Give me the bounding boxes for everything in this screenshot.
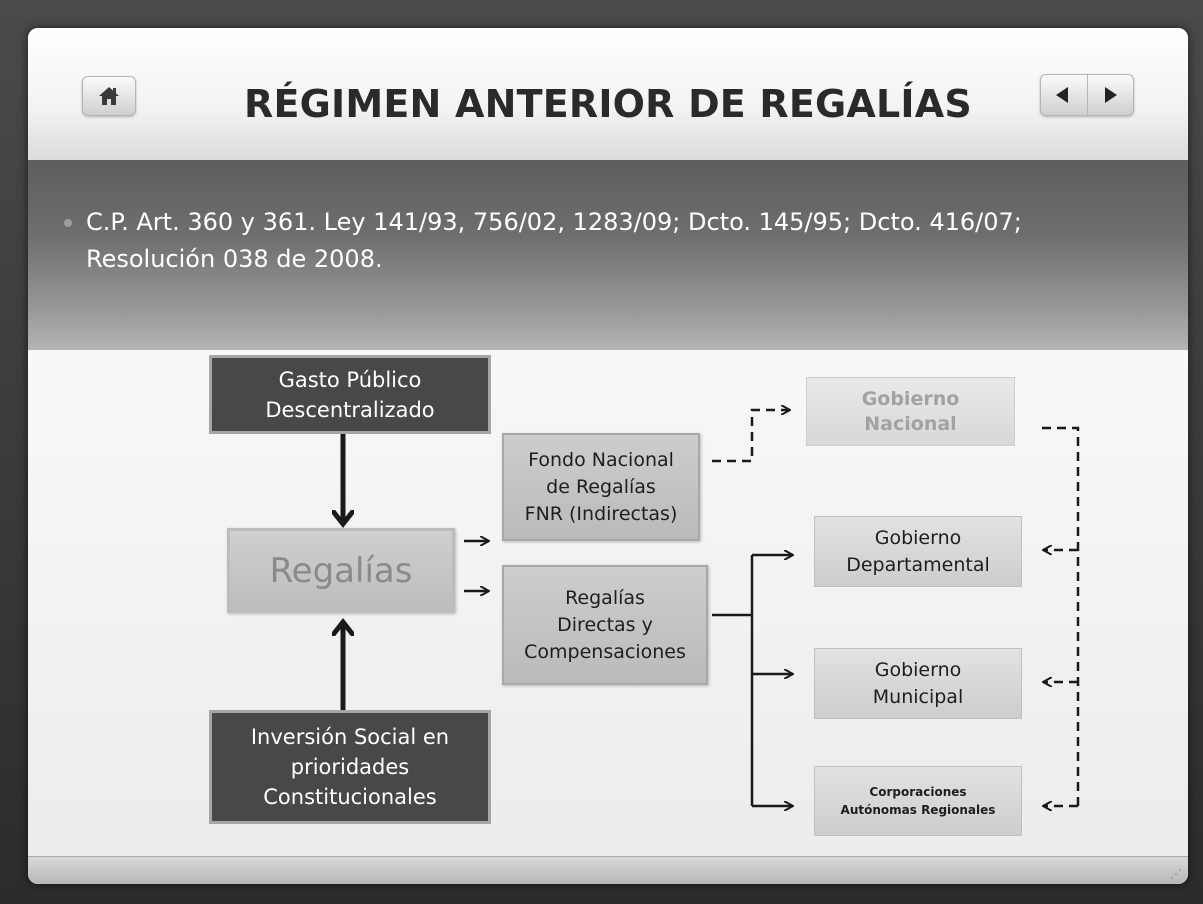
box-directas-line-3: Compensaciones (524, 640, 686, 663)
box-departamental-line-1: Gobierno (874, 526, 962, 549)
slide-navigation (1040, 74, 1134, 116)
box-fnr-line-2: de Regalías (546, 475, 656, 498)
slide-header: RÉGIMEN ANTERIOR DE REGALÍAS (28, 28, 1188, 160)
box-nacional-line-1: Gobierno (861, 387, 960, 410)
box-gasto-line-1: Gasto Público (278, 367, 422, 392)
box-inversion-line-3: Constitucionales (263, 785, 437, 809)
home-icon (99, 87, 119, 105)
box-directas-line-1: Regalías (565, 586, 645, 609)
box-gobierno-nacional: Gobierno Nacional (806, 377, 1015, 446)
previous-slide-button[interactable] (1041, 75, 1086, 115)
box-departamental-line-2: Departamental (846, 553, 990, 576)
slide-footer: ⋰ (28, 856, 1188, 884)
bullet-text: C.P. Art. 360 y 361. Ley 141/93, 756/02,… (86, 208, 1022, 273)
box-municipal-line-2: Municipal (872, 685, 964, 708)
bullet-band: C.P. Art. 360 y 361. Ley 141/93, 756/02,… (28, 160, 1188, 350)
box-corporaciones: Corporaciones Autónomas Regionales (814, 766, 1022, 836)
box-inversion-social: Inversión Social en prioridades Constitu… (209, 710, 491, 824)
box-municipal-line-1: Gobierno (874, 658, 962, 681)
box-fnr-line-3: FNR (Indirectas) (524, 502, 678, 525)
box-fnr-line-1: Fondo Nacional (528, 448, 674, 471)
home-button[interactable] (82, 76, 136, 116)
box-gobierno-departamental: Gobierno Departamental (814, 516, 1022, 587)
box-regalias: Regalías (227, 528, 455, 613)
box-inversion-line-2: prioridades (290, 755, 410, 779)
next-slide-button[interactable] (1087, 75, 1133, 115)
arrow-right-icon (1105, 87, 1117, 103)
box-inversion-line-1: Inversión Social en (250, 725, 450, 749)
box-corporaciones-line-2: Autónomas Regionales (840, 803, 996, 817)
box-fnr: Fondo Nacional de Regalías FNR (Indirect… (502, 433, 700, 541)
resize-grip-icon[interactable]: ⋰ (1170, 867, 1182, 881)
arrow-left-icon (1056, 87, 1068, 103)
bullet-marker (64, 219, 72, 227)
box-gasto-line-2: Descentralizado (265, 397, 435, 422)
box-gobierno-municipal: Gobierno Municipal (814, 648, 1022, 719)
box-nacional-line-2: Nacional (864, 412, 957, 435)
box-directas-line-2: Directas y (557, 613, 653, 636)
box-regalias-label: Regalías (269, 550, 413, 591)
box-gasto-publico: Gasto Público Descentralizado (209, 355, 491, 434)
box-regalias-directas: Regalías Directas y Compensaciones (502, 565, 708, 685)
box-corporaciones-line-1: Corporaciones (869, 785, 967, 799)
slide-title: RÉGIMEN ANTERIOR DE REGALÍAS (244, 82, 972, 126)
